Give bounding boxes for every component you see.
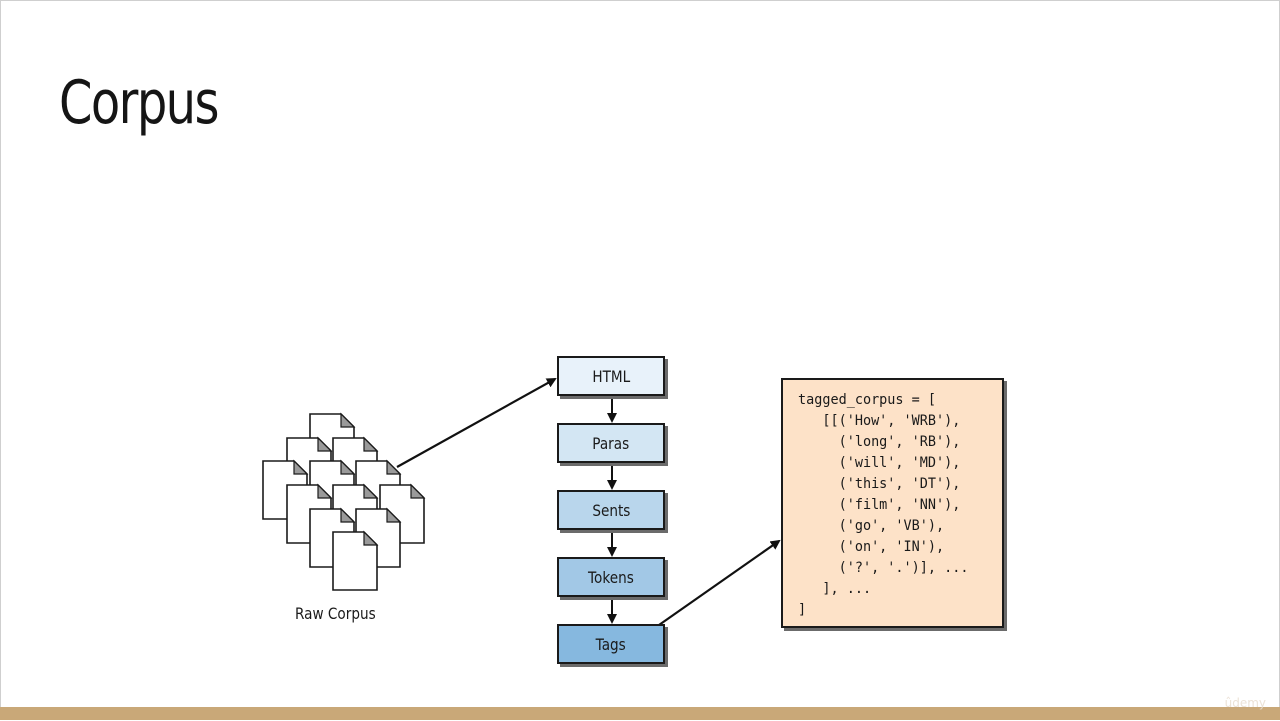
udemy-watermark: ûdemy: [1224, 696, 1266, 710]
code-line: ('will', 'MD'),: [798, 455, 961, 471]
tags-to-output-arrow: [658, 539, 781, 626]
document-fold-icon: [386, 507, 402, 523]
document-icon: [332, 531, 378, 591]
stage-html-label: HTML: [592, 366, 630, 386]
stage-tags-box: Tags: [557, 624, 665, 664]
corpus-to-html-arrow: [396, 378, 557, 468]
stage-sents-box: Sents: [557, 490, 665, 530]
code-line: ('?', '.')], ...: [798, 560, 969, 576]
document-fold-icon: [363, 483, 379, 499]
code-line: ('go', 'VB'),: [798, 518, 945, 534]
code-line: [[('How', 'WRB'),: [798, 413, 961, 429]
stage-tokens-box: Tokens: [557, 557, 665, 597]
document-fold-icon: [317, 483, 333, 499]
code-line: ], ...: [798, 581, 872, 597]
document-fold-icon: [410, 483, 426, 499]
code-line: tagged_corpus = [: [798, 392, 937, 408]
stage-paras-box: Paras: [557, 423, 665, 463]
tagged-corpus-code-box: tagged_corpus = [ [[('How', 'WRB'), ('lo…: [781, 378, 1004, 628]
document-fold-icon: [293, 459, 309, 475]
stage-sents-label: Sents: [591, 500, 631, 520]
code-line: ]: [798, 602, 807, 618]
stage-paras-label: Paras: [592, 433, 630, 453]
slide-title: Corpus: [59, 68, 220, 138]
raw-corpus-documents: [262, 412, 426, 591]
stage-tags-label: Tags: [595, 634, 627, 654]
document-fold-icon: [363, 530, 379, 546]
document-fold-icon: [340, 412, 356, 428]
stage-html-box: HTML: [557, 356, 665, 396]
document-fold-icon: [386, 459, 402, 475]
code-line: ('long', 'RB'),: [798, 434, 961, 450]
document-fold-icon: [340, 507, 356, 523]
code-line: ('film', 'NN'),: [798, 497, 961, 513]
stage-tokens-label: Tokens: [588, 567, 634, 587]
document-fold-icon: [363, 436, 379, 452]
code-line: ('on', 'IN'),: [798, 539, 945, 555]
bottom-accent-bar: [0, 707, 1280, 720]
document-fold-icon: [317, 436, 333, 452]
raw-corpus-label: Raw Corpus: [295, 604, 376, 623]
document-fold-icon: [340, 459, 356, 475]
code-line: ('this', 'DT'),: [798, 476, 961, 492]
